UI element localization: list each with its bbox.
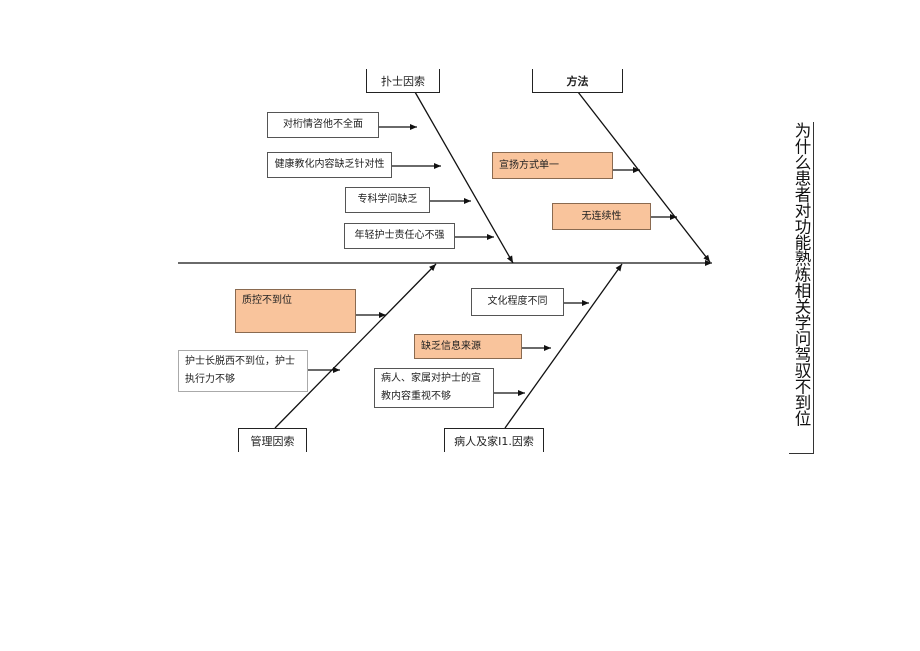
cause-box-c9: 文化程度不同 [471, 288, 564, 316]
category-nurse: 扑士因索 [366, 69, 440, 93]
bone-method [577, 91, 711, 263]
cause-box-c5: 宣扬方式单一 [492, 152, 613, 179]
cause-box-c10: 缺乏信息来源 [414, 334, 522, 359]
bone-management [274, 263, 437, 429]
category-patient: 病人及家I1.因索 [444, 428, 544, 452]
cause-box-c6: 无连续性 [552, 203, 651, 230]
cause-box-c1: 对桁情咨他不全面 [267, 112, 379, 138]
category-method: 方法 [532, 69, 623, 93]
title-frame: 为什么患者对功能熟炼相关学问驾驭不到位 [789, 122, 814, 454]
cause-box-c2: 健康教化内容缺乏针对性 [267, 152, 392, 178]
cause-box-c11: 病人、家属对护士的宣教内容重视不够 [374, 368, 494, 408]
bone-nurse [414, 91, 514, 264]
bone-patient [504, 263, 623, 429]
cause-box-c7: 质控不到位 [235, 289, 356, 333]
cause-box-c8: 护士长脱西不到位，护士执行力不够 [178, 350, 308, 392]
cause-box-c4: 年轻护士责任心不强 [344, 223, 455, 249]
cause-box-c3: 专科学问缺乏 [345, 187, 430, 213]
diagram-title: 为什么患者对功能熟炼相关学问驾驭不到位 [792, 122, 811, 426]
category-management: 管理因索 [238, 428, 307, 452]
